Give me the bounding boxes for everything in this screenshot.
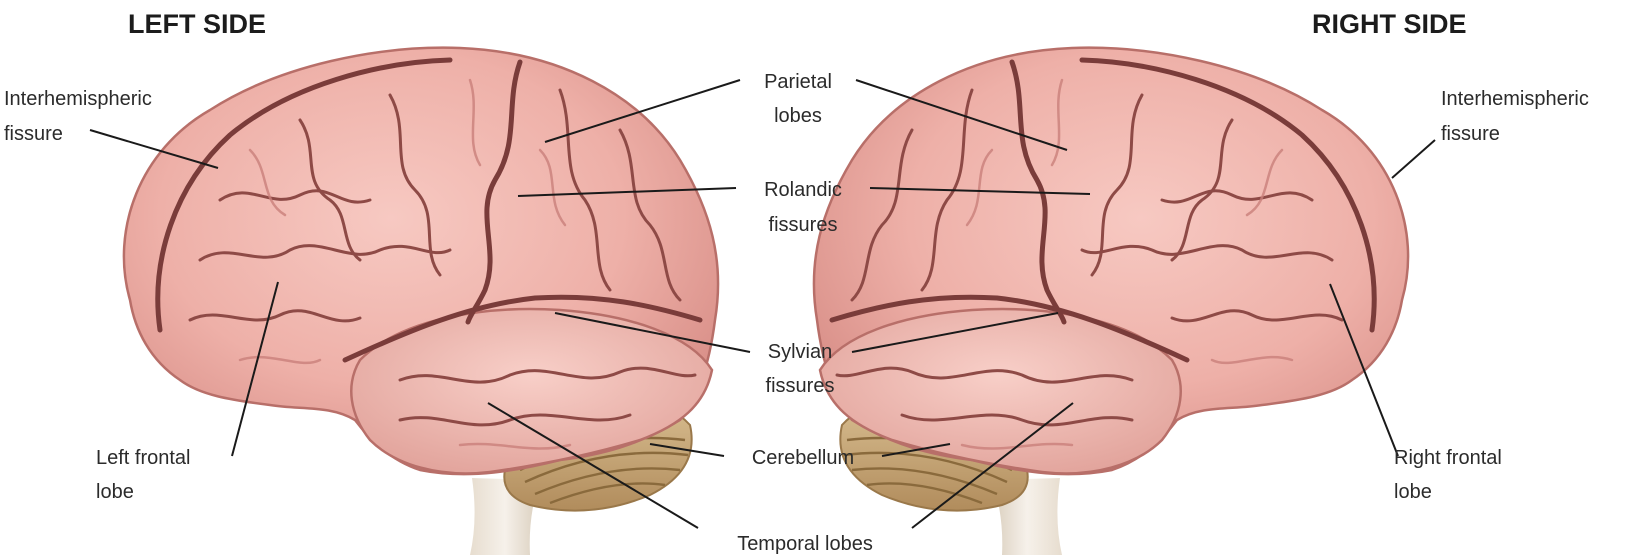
- svg-text:lobe: lobe: [96, 481, 134, 503]
- svg-text:fissures: fissures: [766, 375, 835, 397]
- label-cerebellum: Cerebellum: [752, 447, 854, 469]
- label-left-frontal: Left frontal lobe: [96, 447, 191, 503]
- label-right-frontal: Right frontal lobe: [1394, 447, 1502, 503]
- svg-text:Interhemispheric: Interhemispheric: [4, 88, 152, 110]
- svg-text:fissures: fissures: [769, 214, 838, 236]
- svg-text:lobe: lobe: [1394, 481, 1432, 503]
- svg-text:fissure: fissure: [4, 123, 63, 145]
- svg-text:fissure: fissure: [1441, 123, 1500, 145]
- right-hemisphere: [814, 48, 1408, 555]
- svg-text:Rolandic: Rolandic: [764, 179, 842, 201]
- svg-text:Parietal: Parietal: [764, 71, 832, 93]
- svg-text:Left frontal: Left frontal: [96, 447, 191, 469]
- svg-text:Interhemispheric: Interhemispheric: [1441, 88, 1589, 110]
- svg-text:Temporal lobes: Temporal lobes: [737, 533, 873, 555]
- left-side-heading: LEFT SIDE: [128, 9, 266, 39]
- label-temporal: Temporal lobes: [737, 533, 873, 555]
- leader-interhemispheric-right: [1392, 140, 1435, 178]
- left-hemisphere: [124, 48, 718, 555]
- svg-text:Cerebellum: Cerebellum: [752, 447, 854, 469]
- svg-text:lobes: lobes: [774, 105, 822, 127]
- label-interhemispheric-left: Interhemispheric fissure: [4, 88, 152, 145]
- svg-text:Right frontal: Right frontal: [1394, 447, 1502, 469]
- label-parietal: Parietal lobes: [764, 71, 832, 127]
- svg-text:Sylvian: Sylvian: [768, 341, 832, 363]
- right-side-heading: RIGHT SIDE: [1312, 9, 1467, 39]
- label-interhemispheric-right: Interhemispheric fissure: [1441, 88, 1589, 145]
